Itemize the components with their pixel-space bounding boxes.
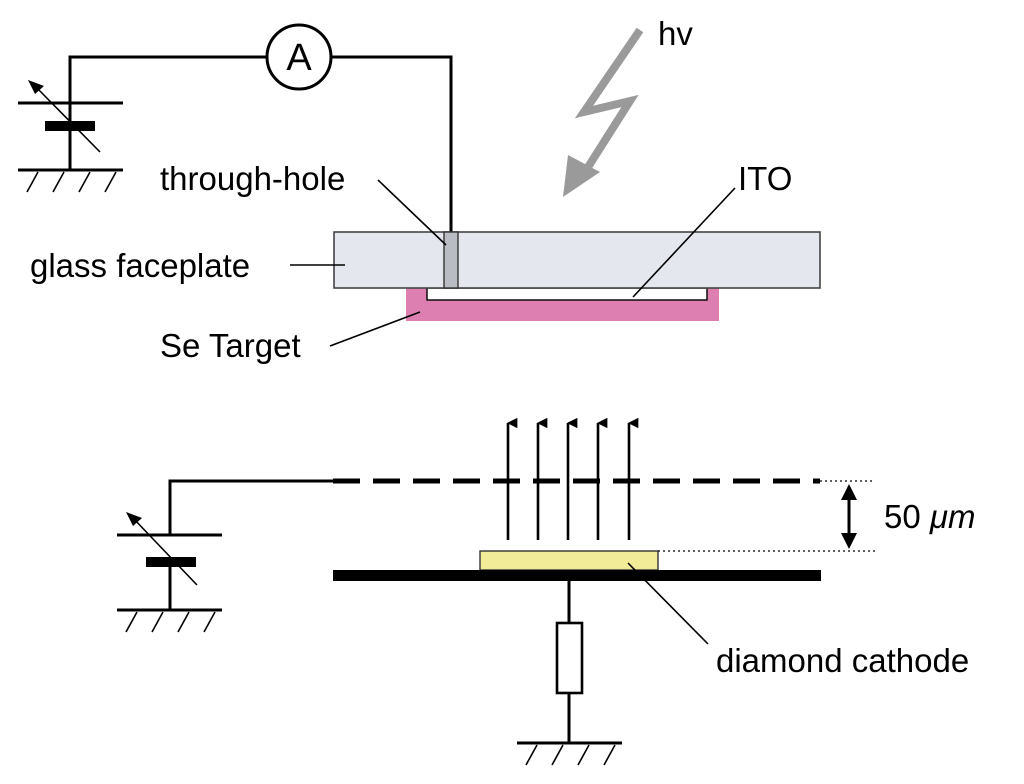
top-variable-battery [18, 80, 123, 170]
through-hole-leader [377, 179, 447, 246]
electron-arrows [506, 417, 639, 540]
gap-arrowhead-up [841, 484, 857, 500]
ammeter-label: A [286, 37, 312, 79]
ito-label: ITO [738, 160, 792, 197]
ito-leader [632, 187, 736, 298]
ito-layer [426, 287, 708, 301]
gap-label: 50 μm [884, 498, 975, 535]
photon-label: hv [658, 15, 693, 52]
diamond-cathode-leader [627, 562, 709, 645]
top-ground-symbol [18, 168, 123, 193]
through-hole [443, 231, 459, 289]
top-circuit-wire [68, 55, 453, 233]
bottom-circuit-wire [168, 479, 333, 535]
gap-value: 50 [884, 498, 930, 535]
gap-arrowhead-down [841, 533, 857, 549]
glass-faceplate-label: glass faceplate [30, 247, 250, 284]
se-target-label: Se Target [160, 327, 301, 364]
load-resistor [555, 581, 584, 743]
diamond-cathode-label: diamond cathode [716, 642, 969, 679]
bottom-center-ground [517, 741, 622, 766]
bottom-left-ground [117, 608, 222, 633]
glass-faceplate [333, 231, 821, 289]
bottom-variable-battery [117, 512, 222, 610]
cathode-base-plate [333, 570, 821, 581]
ammeter: A [265, 23, 333, 91]
gap-unit: μm [929, 498, 976, 535]
photon-arrow [563, 27, 644, 197]
through-hole-label: through-hole [160, 160, 345, 197]
se-target-leader [329, 311, 421, 347]
